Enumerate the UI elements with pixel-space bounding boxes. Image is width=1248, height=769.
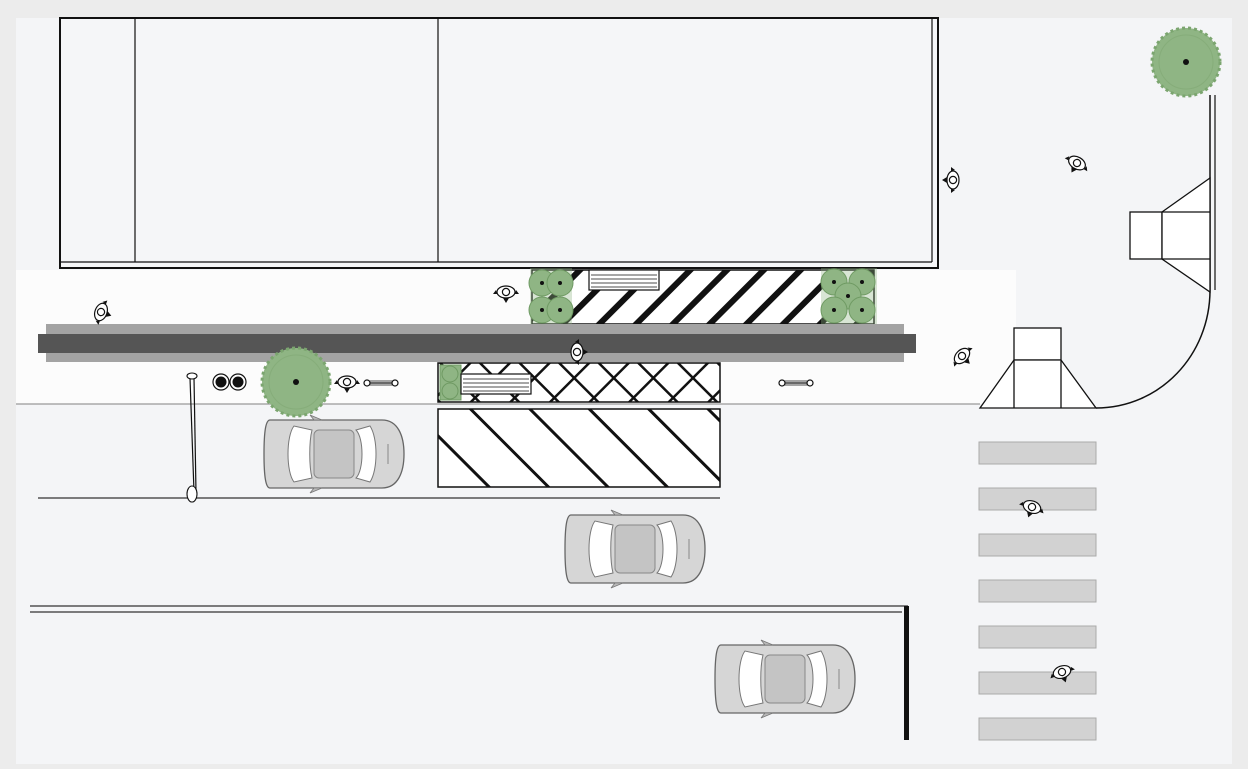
bollard-icon <box>229 373 247 391</box>
hatched-no-parking-zone <box>437 408 721 488</box>
shrub-icon <box>439 364 462 401</box>
curb-light <box>46 324 904 334</box>
curb-ramp <box>978 327 1098 409</box>
car-icon <box>714 639 856 719</box>
bike-rack-icon <box>778 379 814 387</box>
crosswalk-stripe <box>978 717 1097 741</box>
corner-curb <box>1095 95 1211 409</box>
crosswalk-stripe <box>978 625 1097 649</box>
tree-icon <box>260 346 332 418</box>
bench-icon <box>588 269 660 291</box>
building <box>59 17 939 269</box>
crosswalk-stripe <box>978 533 1097 557</box>
curb-dark <box>38 334 916 353</box>
shrub-icon <box>528 268 574 324</box>
bench-icon <box>460 373 532 395</box>
curb-light <box>46 353 904 362</box>
car-icon <box>564 509 706 589</box>
shrub-icon <box>820 268 877 324</box>
stop-line <box>904 606 909 740</box>
tree-icon <box>1150 26 1222 98</box>
bollard-icon <box>212 373 230 391</box>
crosswalk-stripe <box>978 441 1097 465</box>
street-lamp-icon <box>186 372 198 503</box>
crosswalk-stripe <box>978 579 1097 603</box>
bike-rack-icon <box>363 379 399 387</box>
curb-ramp <box>1129 176 1211 294</box>
car-icon <box>263 414 405 494</box>
crosswalk-stripe <box>978 671 1097 695</box>
